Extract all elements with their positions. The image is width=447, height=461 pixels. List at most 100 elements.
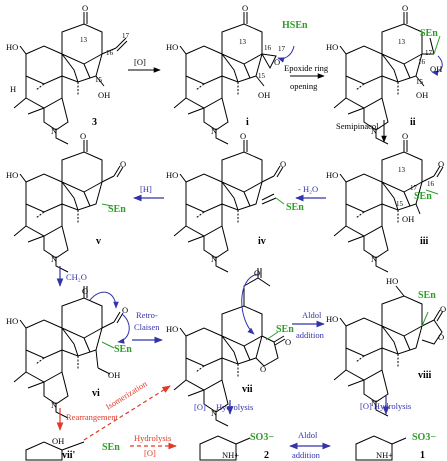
- atom-ketone-o-iii: O: [438, 159, 444, 169]
- reagent-semipinacol: Semipinacol: [336, 121, 379, 131]
- compound-label-viii: viii: [418, 370, 432, 381]
- atom-oh-ii-16: OH: [430, 64, 442, 74]
- carbon-13-ii: 13: [398, 38, 406, 46]
- compound-label-ii: ii: [410, 117, 416, 128]
- atom-o-3: O: [82, 3, 88, 13]
- atom-ho-i: HO: [166, 42, 178, 52]
- atom-oh-vi: OH: [108, 370, 120, 380]
- atom-ho-3: HO: [6, 42, 18, 52]
- atom-lactone-o1-vii: O: [285, 337, 291, 347]
- atom-o-iv: O: [240, 131, 246, 141]
- reagent-aldol-2: addition: [296, 330, 325, 340]
- compound-vi: [13, 286, 130, 419]
- reagent-retro-claisen-2: Claisen: [134, 322, 160, 332]
- carbon-16-i: 16: [264, 44, 272, 52]
- reagent-hydrolysis-vii: Hydrolysis: [216, 402, 253, 412]
- atom-oh-3: OH: [98, 90, 110, 100]
- compound-ii: [333, 12, 443, 145]
- carbon-15-iii: 15: [396, 200, 404, 208]
- atom-n-iv: N: [211, 254, 217, 264]
- substituent-sen-viiprime: SEn: [102, 442, 120, 453]
- compound-label-1: 1: [420, 450, 425, 461]
- compound-viiprime: [25, 441, 85, 461]
- compound-2: [199, 435, 251, 461]
- compound-label-viiprime: vii': [62, 450, 76, 461]
- substituent-sen-iii: SEn: [414, 191, 432, 202]
- atom-o-iii: O: [402, 131, 408, 141]
- reagent-aldol-bottom-1: Aldol: [298, 430, 318, 440]
- substituent-sen-viii: SEn: [418, 290, 436, 301]
- carbon-15-ii: 15: [416, 78, 424, 86]
- carbon-17-iii: 17: [410, 184, 418, 192]
- compound-vii: [173, 268, 286, 427]
- compound-iii: [333, 140, 444, 273]
- reagent-reduction: [H]: [140, 184, 152, 194]
- compound-label-i: i: [246, 117, 249, 128]
- atom-ketone-o-v: O: [120, 159, 126, 169]
- carbon-13-3: 13: [80, 36, 88, 44]
- reagent-epoxide-2: opening: [290, 81, 318, 91]
- atom-o-v: O: [80, 131, 86, 141]
- atom-n-3: N: [51, 126, 57, 136]
- atom-lactone-o2-vii: O: [260, 364, 266, 374]
- carbon-15-3: 15: [95, 76, 103, 84]
- reagent-epoxide-1: Epoxide ring: [284, 63, 329, 73]
- reagent-aldol-bottom-2: addition: [292, 450, 321, 460]
- substituent-sen-vii: SEn: [276, 324, 294, 335]
- carbon-17-3: 17: [122, 32, 130, 40]
- compound-iv: [173, 140, 285, 273]
- carbon-13-iii: 13: [398, 166, 406, 174]
- atom-n-vi: N: [51, 400, 57, 410]
- reagent-oxidation: [O]: [134, 57, 146, 67]
- atom-n-v: N: [51, 254, 57, 264]
- reaction-ox-red: [O]: [144, 448, 156, 458]
- atom-ketone-o-vii: O: [254, 268, 260, 278]
- compound-1: [355, 435, 407, 461]
- atom-o-ii: O: [402, 3, 408, 13]
- carbon-17-ii: 17: [425, 49, 433, 57]
- atom-h-3: H: [10, 84, 16, 94]
- substituent-so3-2: SO3−: [250, 432, 274, 443]
- atom-ho-iii: HO: [326, 170, 338, 180]
- atom-n-vii: N: [211, 408, 217, 418]
- reagent-formaldehyde: CH₂O: [66, 272, 87, 282]
- substituent-so3-1: SO3−: [412, 432, 436, 443]
- compound-label-3: 3: [92, 117, 97, 128]
- arrow-isomerization: [83, 385, 171, 441]
- atom-n-iii: N: [371, 254, 377, 264]
- atom-nh-1: NH+: [376, 450, 393, 460]
- reagent-ox-hydrolysis-viii: [O] Hydrolysis: [360, 401, 411, 411]
- atom-lactone-o1-viii: O: [440, 304, 446, 314]
- compound-label-vi: vi: [92, 388, 100, 399]
- atom-nh-2: NH+: [222, 450, 239, 460]
- atom-ho-top-viii: HO: [386, 276, 398, 286]
- atom-o-i: O: [242, 3, 248, 13]
- atom-ho-v: HO: [6, 170, 18, 180]
- reagent-dehydration: - H₂O: [298, 184, 318, 194]
- carbon-16-3: 16: [106, 49, 114, 57]
- reaction-hydrolysis-red: Hydrolysis: [134, 433, 171, 443]
- substituent-sen-vi: SEn: [114, 344, 132, 355]
- atom-ho-ii: HO: [326, 42, 338, 52]
- atom-ho-viii: HO: [326, 314, 338, 324]
- compound-i: [173, 12, 295, 145]
- compound-label-iii: iii: [420, 236, 429, 247]
- substituent-sen-v: SEn: [108, 204, 126, 215]
- substituent-sen-iv: SEn: [286, 202, 304, 213]
- substituent-sen-ii: SEn: [420, 28, 438, 39]
- atom-ho-iv: HO: [166, 170, 178, 180]
- carbon-17-i: 17: [278, 45, 286, 53]
- carbon-13-i: 13: [239, 38, 247, 46]
- reagent-retro-claisen-1: Retro-: [136, 310, 158, 320]
- atom-n-ii: N: [371, 126, 377, 136]
- atom-oh-viiprime: OH: [52, 436, 64, 446]
- reaction-rearrangement: Rearrangement: [66, 412, 119, 422]
- atom-oh-ii-15: OH: [416, 90, 428, 100]
- reagent-hsen: HSEn: [282, 20, 308, 31]
- reagent-ox-vii: [O]: [194, 402, 206, 412]
- carbon-16-ii: 16: [418, 58, 426, 66]
- atom-oh-i: OH: [258, 90, 270, 100]
- carbon-15-i: 15: [258, 72, 266, 80]
- atom-ho-vi: HO: [6, 316, 18, 326]
- atom-epoxide-o-i: O: [274, 57, 280, 67]
